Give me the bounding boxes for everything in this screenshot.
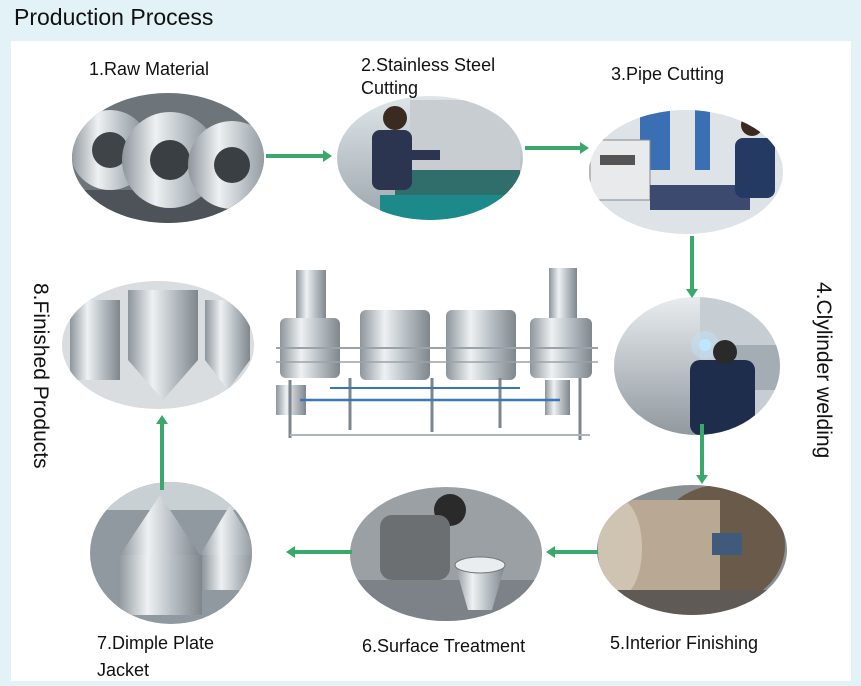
arrow-2-to-3 — [525, 142, 589, 154]
arrow-3-to-4 — [686, 236, 698, 298]
plate-cutting-photo — [337, 96, 523, 220]
arrow-6-to-7 — [286, 546, 352, 558]
step-1-label: 1.Raw Material — [89, 59, 210, 79]
dimple-jacket-cones-photo — [90, 482, 252, 624]
arrow-1-to-2 — [266, 150, 332, 162]
cylinder-polishing-photo — [597, 485, 787, 615]
step-2-label-line2: Cutting — [361, 78, 419, 98]
arrow-4-to-5 — [696, 424, 708, 484]
arrow-7-to-8 — [156, 415, 168, 490]
arrow-5-to-6 — [546, 546, 598, 558]
brewhouse-system-photo — [276, 268, 598, 440]
welding-photo — [614, 297, 780, 435]
step-5-label: 5.Interior Finishing — [610, 633, 759, 653]
step-4-label: 4.Clylinder welding — [812, 282, 835, 459]
pipe-cutting-machine-photo — [589, 110, 783, 234]
step-3-label: 3.Pipe Cutting — [611, 64, 725, 84]
finished-tanks-photo — [62, 281, 254, 409]
step-6-label: 6.Surface Treatment — [362, 636, 526, 656]
flow-arrows — [156, 142, 708, 558]
steel-coils-photo — [72, 93, 264, 223]
step-7-label-line1: 7.Dimple Plate — [97, 633, 215, 653]
step-8-label: 8.Finished Products — [29, 283, 52, 469]
step-7-label-line2: Jacket — [97, 660, 150, 680]
step-2-label-line1: 2.Stainless Steel — [361, 55, 496, 75]
surface-grinding-photo — [350, 487, 542, 621]
page-title: Production Process — [14, 4, 214, 30]
